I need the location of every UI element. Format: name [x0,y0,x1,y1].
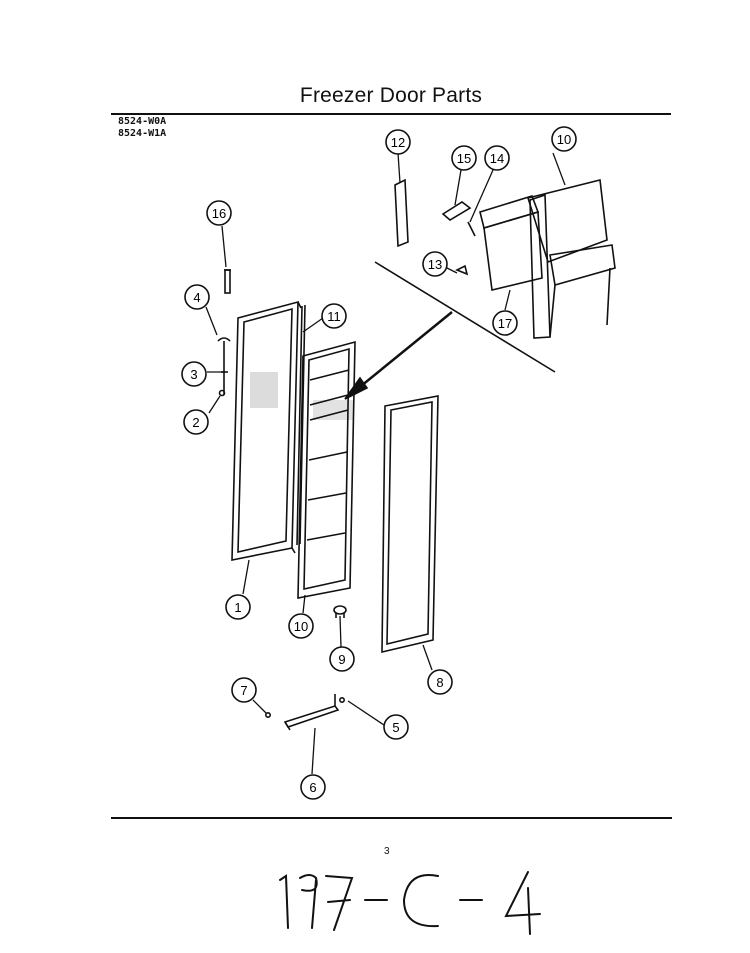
part-button [333,605,347,618]
callout-label: 9 [338,652,345,667]
handwritten-note [279,871,541,935]
callout-11: 11 [321,303,347,329]
model-number: 8524-W0A [118,116,167,127]
part-outer-door-panel [231,300,302,561]
callout-label: 17 [498,316,512,331]
model-number: 8524-W1A [118,128,167,139]
page-title: Freezer Door Parts [299,84,483,107]
page-number: 3 [384,846,390,857]
callout-1: 1 [225,594,251,620]
callout-label: 1 [234,600,241,615]
callout-label: 2 [192,415,199,430]
callout-7: 7 [231,677,257,703]
callout-17: 17 [492,310,518,336]
callout-9: 9 [329,646,355,672]
callout-label: 4 [193,290,200,305]
callout-label: 6 [309,780,316,795]
part-liner-strip [296,304,306,546]
callout-3: 3 [181,361,207,387]
callout-label: 12 [391,135,405,150]
callout-5: 5 [383,714,409,740]
callout-14: 14 [484,145,510,171]
callout-12: 12 [385,129,411,155]
callout-label: 7 [240,683,247,698]
part-door-gasket [381,395,439,654]
callout-leaders [205,152,566,775]
callout-label: 13 [428,257,442,272]
callout-label: 11 [327,309,341,324]
callout-label: 15 [457,151,471,166]
callout-label: 10 [294,619,308,634]
part-handle-rod [264,694,345,731]
callout-label: 14 [490,151,504,166]
callout-4: 4 [184,284,210,310]
part-hinge-hardware [217,337,231,397]
callout-6: 6 [300,774,326,800]
part-dispenser-assembly [374,178,616,373]
callout-13: 13 [422,251,448,277]
callout-15: 15 [451,145,477,171]
model-numbers: 8524-W0A 8524-W1A [118,116,166,140]
callout-8: 8 [427,669,453,695]
part-inner-door-liner [297,340,356,599]
callout-label: 3 [190,367,197,382]
assembly-arrow [344,311,453,400]
header-rule [111,113,671,115]
callout-16: 16 [206,200,232,226]
part-screw [224,269,231,294]
callout-2: 2 [183,409,209,435]
callout-label: 10 [557,132,571,147]
footer-rule [111,817,672,819]
callout-label: 16 [212,206,226,221]
callout-10-dispenser: 10 [551,126,577,152]
callout-label: 5 [392,720,399,735]
callout-label: 8 [436,675,443,690]
callout-10-liner: 10 [288,613,314,639]
